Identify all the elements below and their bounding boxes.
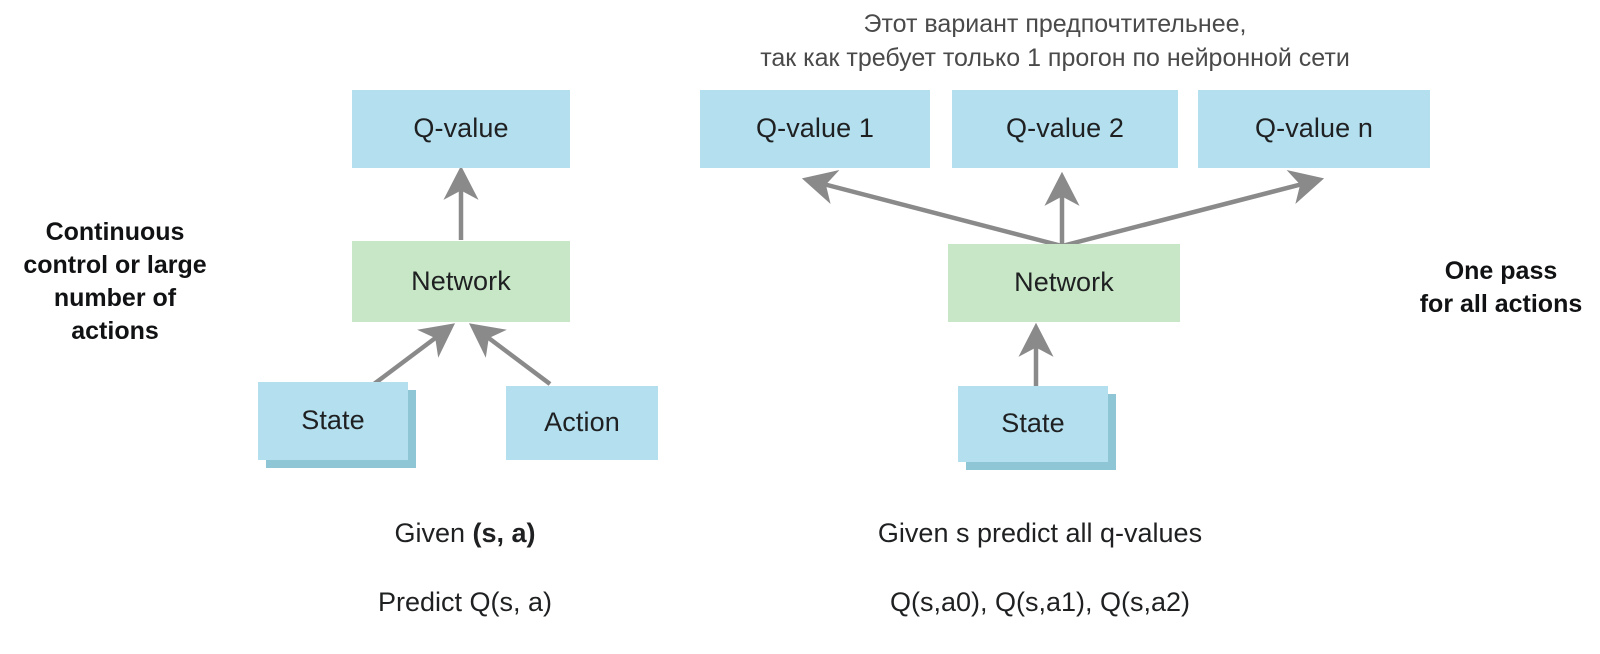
left-caption-line1: Given (s, a) — [320, 516, 610, 551]
right-state-box: State — [958, 386, 1108, 462]
left-state-box: State — [258, 382, 408, 460]
left-action-box: Action — [506, 386, 658, 460]
left-caption-line1-plain: Given — [394, 517, 473, 548]
right-caption: Given s predict all q-values Q(s,a0), Q(… — [830, 481, 1250, 654]
arrow-left-state-to-network — [372, 323, 456, 386]
arrow-left-action-to-network — [468, 323, 552, 386]
right-caption-line1: Given s predict all q-values — [877, 517, 1203, 548]
russian-annotation-note: Этот вариант предпочтительнее, так как т… — [760, 10, 1350, 72]
arrow-right-network-to-qvalue-1 — [801, 170, 1063, 249]
left-caption-line2: Predict Q(s, a) — [377, 586, 553, 617]
diagram-canvas: Этот вариант предпочтительнее, так как т… — [23, 10, 1583, 617]
left-side-label: Continuous control or large number of ac… — [23, 218, 207, 345]
left-caption-line1-bold: (s, a) — [472, 517, 536, 548]
right-qvalue-n-box: Q-value n — [1198, 90, 1430, 168]
left-caption: Given (s, a) Predict Q(s, a) — [320, 481, 610, 654]
right-side-label: One pass for all actions — [1419, 257, 1583, 318]
arrow-layer — [372, 165, 1325, 386]
left-network-box: Network — [352, 241, 570, 322]
left-qvalue-box: Q-value — [352, 90, 570, 168]
arrow-right-network-to-qvalue-n — [1061, 169, 1325, 249]
right-network-box: Network — [948, 244, 1180, 322]
right-caption-line2: Q(s,a0), Q(s,a1), Q(s,a2) — [889, 586, 1191, 617]
right-qvalue-2-box: Q-value 2 — [952, 90, 1178, 168]
right-qvalue-1-box: Q-value 1 — [700, 90, 930, 168]
